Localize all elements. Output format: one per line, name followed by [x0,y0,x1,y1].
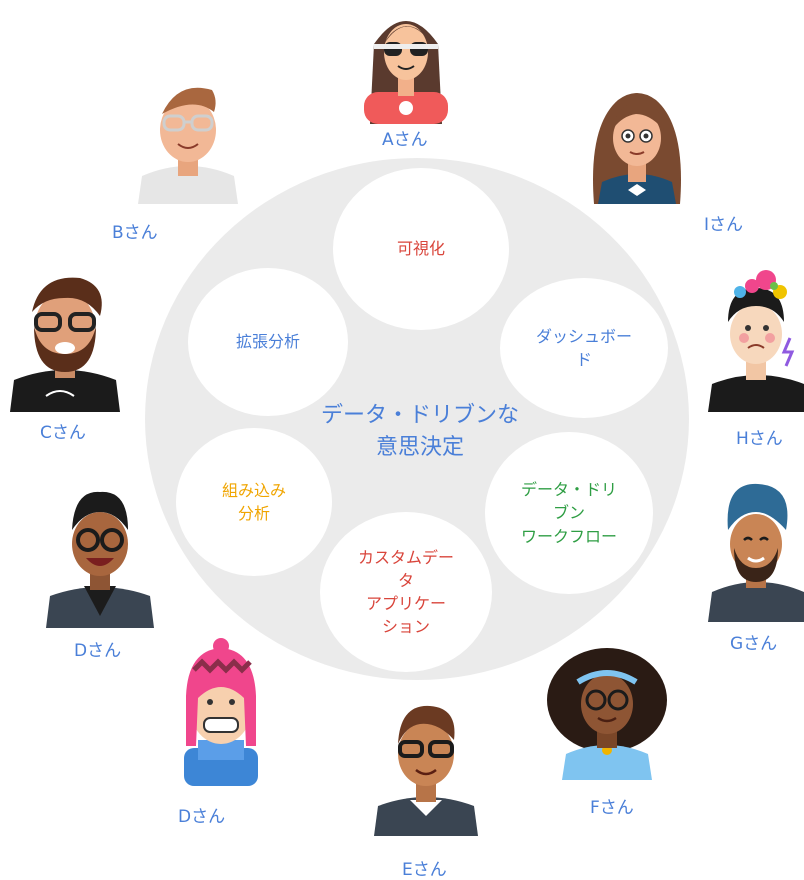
avatar-h [708,266,804,412]
label-person-b: Bさん [112,223,158,243]
bubble-embedded-label: 組み込み 分析 [221,480,286,523]
bubble-visualization: 可視化 [333,168,509,330]
bubble-augmented: 拡張分析 [188,268,348,416]
bubble-custom-app-label: カスタムデー タ アプリケー ション [357,547,454,637]
avatar-g [708,478,804,622]
label-person-c: Cさん [40,423,86,443]
avatar-e [374,696,478,836]
center-title: データ・ドリブンな 意思決定 [300,400,540,464]
bubble-workflow: データ・ドリ ブン ワークフロー [485,432,653,594]
bubble-augmented-label: 拡張分析 [235,332,300,352]
label-person-h: Hさん [736,429,783,449]
label-person-d1: Dさん [74,641,122,661]
bubble-visualization-label: 可視化 [396,239,445,259]
bubble-workflow-label: データ・ドリ ブン ワークフロー [520,480,617,546]
label-person-g: Gさん [730,634,778,654]
avatar-c [10,268,120,412]
center-title-line1: データ・ドリブンな [320,403,519,428]
bubble-dashboard: ダッシュボー ド [500,278,668,418]
avatar-i [588,86,686,204]
label-person-e: Eさん [402,860,447,880]
avatar-d2 [166,636,276,786]
avatar-f [544,646,670,780]
avatar-a [360,4,452,124]
bubble-dashboard-label: ダッシュボー ド [535,326,632,369]
bubble-custom-app: カスタムデー タ アプリケー ション [320,512,492,672]
label-person-a: Aさん [382,130,428,150]
avatar-b [138,72,238,204]
label-person-d2: Dさん [178,807,226,827]
label-person-i: Iさん [704,215,744,235]
avatar-d1 [46,486,154,628]
label-person-f: Fさん [590,798,634,818]
bubble-embedded: 組み込み 分析 [176,428,332,576]
center-title-line2: 意思決定 [375,434,464,460]
